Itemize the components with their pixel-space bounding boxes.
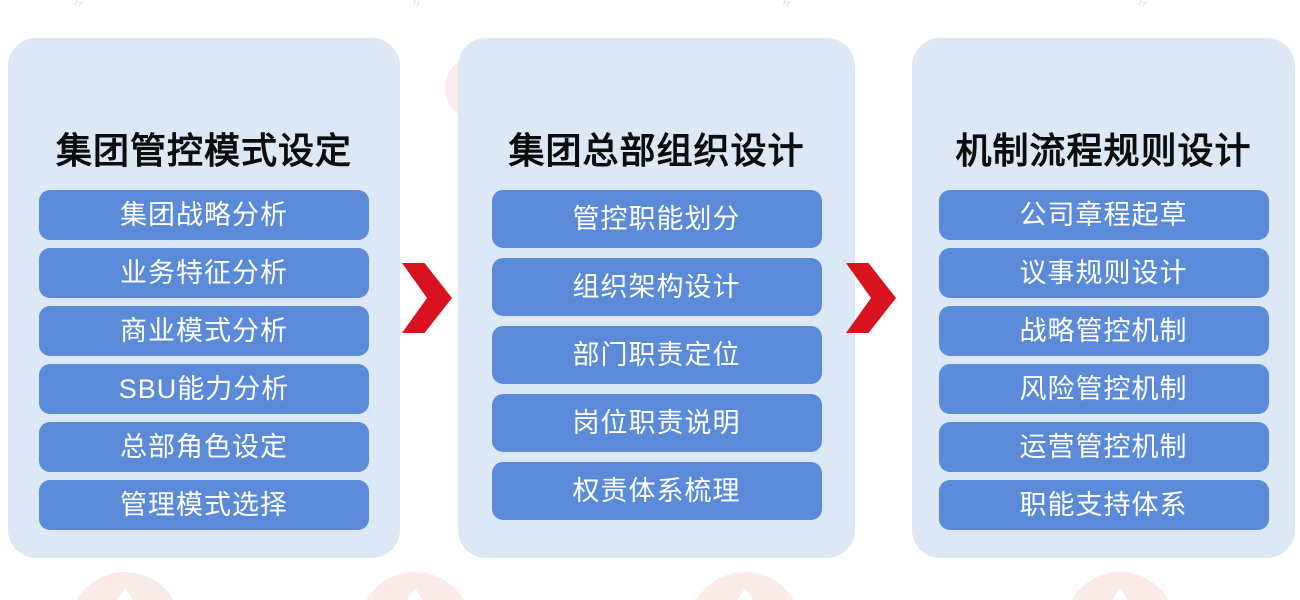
watermark-logo-icon <box>1064 572 1176 600</box>
watermark-peak-icon <box>1088 588 1152 600</box>
flow-step: 战略管控机制 <box>938 306 1269 356</box>
flow-step: 职能支持体系 <box>938 480 1269 530</box>
flow-step: 岗位职责说明 <box>491 394 822 452</box>
phase-panel-2: 集团总部组织设计 管控职能划分 组织架构设计 部门职责定位 岗位职责说明 权责体… <box>458 38 855 558</box>
phase-panel-1: 集团管控模式设定 集团战略分析 业务特征分析 商业模式分析 SBU能力分析 总部… <box>8 38 400 558</box>
phase-steps-1: 集团战略分析 业务特征分析 商业模式分析 SBU能力分析 总部角色设定 管理模式… <box>8 190 400 530</box>
watermark-top-mark: ” <box>406 0 423 24</box>
watermark-top-mark: ” <box>1132 0 1149 24</box>
chevron-right-icon-1 <box>402 263 452 333</box>
flow-step: 管控职能划分 <box>491 190 822 248</box>
phase-steps-3: 公司章程起草 议事规则设计 战略管控机制 风险管控机制 运营管控机制 职能支持体… <box>912 190 1295 530</box>
flow-step: 权责体系梳理 <box>491 462 822 520</box>
watermark-peak-icon <box>93 588 157 600</box>
flow-step: 管理模式选择 <box>39 480 369 530</box>
watermark-peak-icon <box>713 588 777 600</box>
flow-step: 集团战略分析 <box>39 190 369 240</box>
flow-step: 业务特征分析 <box>39 248 369 298</box>
flow-step: 运营管控机制 <box>938 422 1269 472</box>
flow-step: 总部角色设定 <box>39 422 369 472</box>
flow-step: 风险管控机制 <box>938 364 1269 414</box>
flow-step: 议事规则设计 <box>938 248 1269 298</box>
flow-step: SBU能力分析 <box>39 364 369 414</box>
phase-title-3: 机制流程规则设计 <box>955 130 1252 171</box>
watermark-logo-icon <box>69 572 181 600</box>
flow-step: 商业模式分析 <box>39 306 369 356</box>
watermark-peak-icon <box>383 588 447 600</box>
flow-step: 组织架构设计 <box>491 258 822 316</box>
watermark-top-mark: ” <box>68 0 85 24</box>
watermark-logo-icon <box>689 572 801 600</box>
phase-title-2: 集团总部组织设计 <box>508 130 805 171</box>
watermark-top-mark: ” <box>776 0 793 24</box>
phase-panel-3: 机制流程规则设计 公司章程起草 议事规则设计 战略管控机制 风险管控机制 运营管… <box>912 38 1295 558</box>
flow-step: 公司章程起草 <box>938 190 1269 240</box>
phase-steps-2: 管控职能划分 组织架构设计 部门职责定位 岗位职责说明 权责体系梳理 <box>458 190 855 520</box>
phase-title-1: 集团管控模式设定 <box>55 130 352 171</box>
flow-step: 部门职责定位 <box>491 326 822 384</box>
watermark-logo-icon <box>359 572 471 600</box>
